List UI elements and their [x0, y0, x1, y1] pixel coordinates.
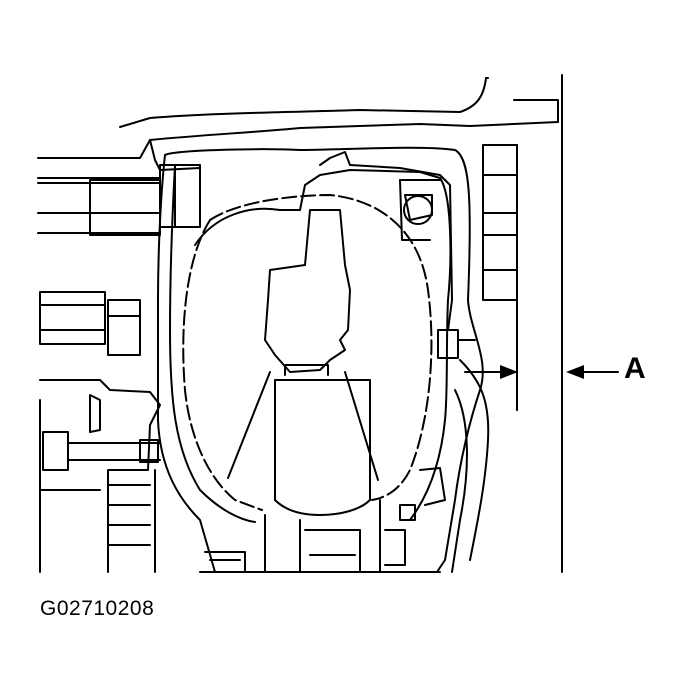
right-lower-bracket [451, 359, 490, 573]
gasket-outer-contour [164, 146, 484, 573]
center-valve-body [264, 209, 351, 373]
housing-top-edge [119, 77, 487, 128]
gasket-inner-oval [209, 194, 433, 501]
figure-id-label: G02710208 [40, 597, 155, 620]
middle-left-bolt [39, 291, 141, 356]
housing-right-top [485, 77, 559, 123]
measurement-arrow [464, 299, 518, 411]
lower-left-bolt [42, 431, 161, 471]
callout-label-a: A [624, 352, 646, 385]
housing-inner-flange [149, 139, 201, 171]
support-line-right [344, 371, 379, 481]
pipe-upper [319, 151, 453, 331]
support-line-left [227, 371, 271, 479]
sensor-component [437, 329, 459, 359]
gasket-inner-shape [194, 169, 452, 521]
callout-arrow [566, 365, 619, 379]
bottom-assembly [204, 499, 406, 573]
left-lower-casting [39, 379, 161, 573]
housing-upper-flange [37, 121, 559, 159]
upper-left-bolt [37, 164, 201, 236]
